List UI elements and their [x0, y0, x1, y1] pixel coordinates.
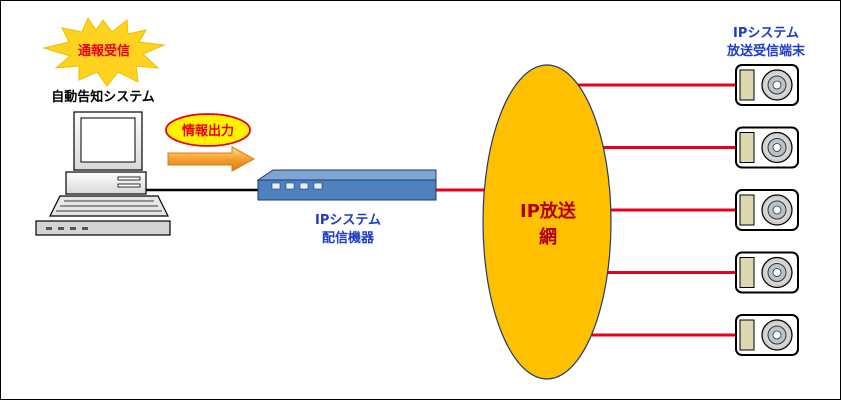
burst-shape [42, 16, 166, 87]
terminals-label-line2: 放送受信端末 [726, 43, 806, 59]
info-output-badge: 情報出力 [165, 113, 251, 147]
notice-burst: 通報受信 [42, 16, 166, 87]
receiver-terminals [735, 64, 799, 356]
receiver-terminal-icon [735, 314, 799, 356]
network-label-line2: 網 [539, 226, 557, 248]
router-device-icon [256, 169, 437, 201]
receiver-terminal-icon [735, 251, 799, 294]
device-label-line1: IPシステム [315, 213, 381, 228]
notice-label: 通報受信 [78, 43, 130, 59]
pc-label: 自動告知システム [51, 89, 155, 105]
ip-network-ellipse [482, 64, 612, 380]
receiver-terminal-icon [735, 126, 799, 169]
network-label-line1: IP放送 [520, 200, 577, 222]
computer-icon [35, 111, 171, 236]
receiver-terminal-icon [735, 189, 799, 231]
receiver-terminal-icon [735, 64, 799, 106]
device-label-line2: 配信機器 [322, 230, 375, 246]
terminals-label-line1: IPシステム [733, 26, 799, 41]
output-label: 情報出力 [182, 123, 234, 139]
output-arrow [167, 146, 256, 172]
